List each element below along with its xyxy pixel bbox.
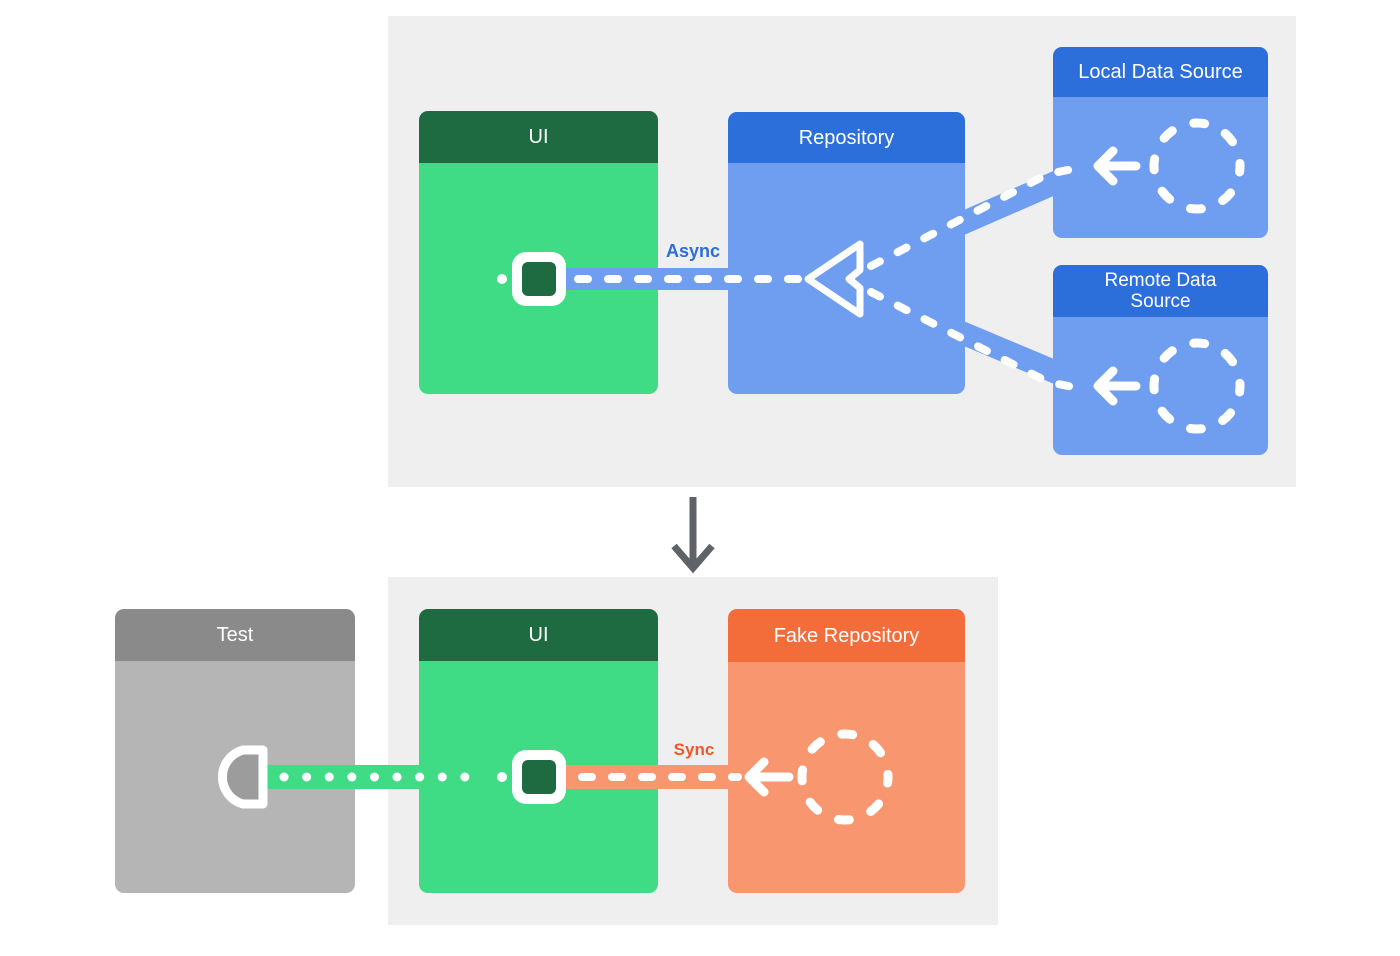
ui-box-production: UI	[419, 111, 658, 394]
repository-box: Repository	[728, 112, 965, 394]
test-box-header: Test	[115, 609, 355, 661]
sync-label: Sync	[673, 740, 715, 759]
remote-data-source-header: Remote Data Source	[1053, 265, 1268, 317]
remote-data-source-label: Remote Data Source	[1104, 270, 1217, 312]
down-arrow-icon	[671, 497, 715, 574]
ui-box-test-header: UI	[419, 609, 658, 661]
repository-box-body	[728, 163, 965, 394]
local-data-source-box: Local Data Source	[1053, 47, 1268, 238]
remote-data-source-body	[1053, 317, 1268, 455]
remote-data-source-box: Remote Data Source	[1053, 265, 1268, 455]
local-data-source-header: Local Data Source	[1053, 47, 1268, 97]
async-label: Async	[665, 241, 721, 261]
fake-repository-body	[728, 662, 965, 893]
fake-repository-label: Fake Repository	[773, 624, 920, 647]
ui-box-label: UI	[528, 126, 549, 148]
ui-box-header: UI	[419, 111, 658, 163]
fake-repository-header: Fake Repository	[728, 609, 965, 662]
local-data-source-body	[1053, 97, 1268, 238]
ui-box-test-body	[419, 661, 658, 893]
test-box-label: Test	[216, 624, 254, 646]
repository-box-header: Repository	[728, 112, 965, 163]
ui-box-body	[419, 163, 658, 394]
ui-box-test: UI	[419, 609, 658, 893]
test-box: Test	[115, 609, 355, 893]
test-box-body	[115, 661, 355, 893]
local-data-source-label: Local Data Source	[1078, 61, 1243, 83]
repository-box-label: Repository	[798, 126, 895, 149]
ui-box-test-label: UI	[528, 624, 549, 646]
fake-repository-box: Fake Repository	[728, 609, 965, 893]
